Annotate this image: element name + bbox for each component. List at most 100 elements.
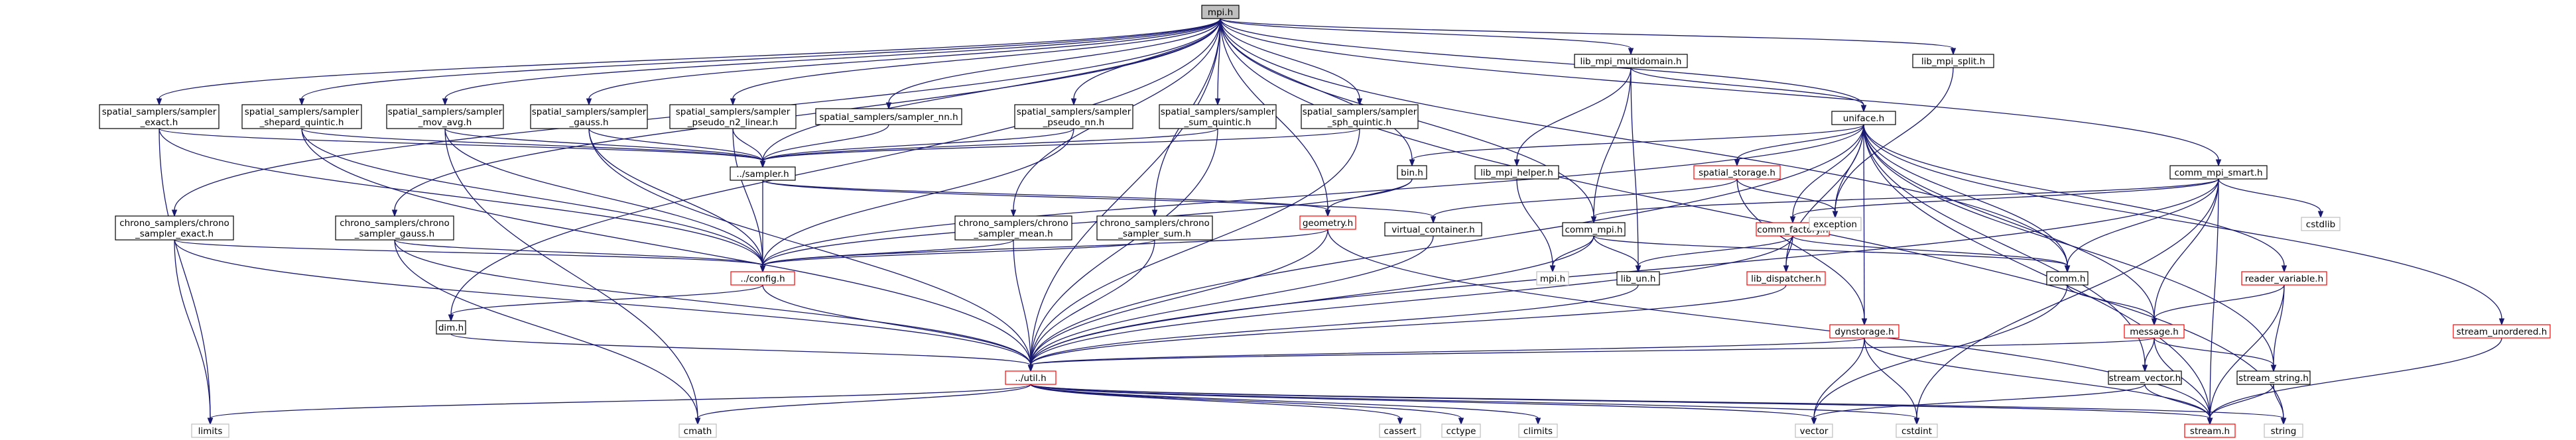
node-box (1616, 271, 1660, 286)
node-geometry[interactable]: geometry.h (1299, 215, 1356, 230)
edge-comm_mpi_smart-to-cstdlib (2218, 178, 2324, 219)
node-ss-pseudo-nn[interactable]: spatial_samplers/sampler_pseudo_nn.h (1014, 104, 1133, 129)
edge-lib_mpi_md-to-comm_mpi (1590, 67, 1632, 224)
edge-arrowhead (442, 98, 448, 106)
edge-comm_factory-to-lib_un (1635, 235, 1793, 273)
edge-arrowhead (448, 314, 454, 322)
node-box (2301, 217, 2341, 231)
node-ss-gauss[interactable]: spatial_samplers/sampler_gauss.h (530, 104, 648, 129)
edge-line (1813, 284, 2068, 419)
edge-arrowhead (1628, 48, 1634, 56)
node-lib-dispatcher[interactable]: lib_dispatcher.h (1746, 271, 1826, 286)
node-chrono-exact[interactable]: chrono_samplers/chrono_sampler_exact.h (115, 215, 234, 241)
edge-line (1593, 178, 2219, 217)
node-virtual-container[interactable]: virtual_container.h (1384, 222, 1482, 237)
edge-line (762, 128, 1360, 162)
edge-arrowhead (1734, 159, 1740, 167)
node-box (1474, 165, 1559, 180)
node-label: _sampler_mean.h (973, 229, 1053, 239)
edge-arrowhead (2207, 417, 2213, 425)
edge-line (1411, 124, 1864, 160)
node-label: _sampler_gauss.h (354, 229, 434, 239)
node-label: _pseudo_n2_linear.h (687, 117, 778, 128)
node-sampler[interactable]: ../sampler.h (730, 166, 796, 181)
node-limits: limits (191, 423, 229, 438)
node-ss-pseudo-n2[interactable]: spatial_samplers/sampler_pseudo_n2_linea… (669, 104, 797, 129)
edge-comm_mpi-to-mpi_sys (1549, 235, 1594, 273)
node-box (99, 104, 220, 129)
edge-line (1220, 18, 1360, 99)
node-mpi-h[interactable]: mpi.h (1201, 5, 1240, 19)
edge-ss_shepard-to-util (301, 128, 1034, 372)
node-ss-sum[interactable]: spatial_samplers/sampler_sum_quintic.h (1159, 104, 1277, 129)
node-stream-vector[interactable]: stream_vector.h (2108, 370, 2182, 385)
node-message[interactable]: message.h (2124, 324, 2185, 339)
node-config[interactable]: ../config.h (730, 271, 795, 286)
edge-spatial_storage-to-exception (1736, 178, 1838, 219)
node-box (2124, 324, 2185, 339)
node-reader-variable[interactable]: reader_variable.h (2241, 271, 2327, 286)
edge-lib_mpi_split-to-exception (1832, 67, 1954, 219)
edge-line (1013, 239, 1031, 366)
node-bin[interactable]: bin.h (1397, 165, 1427, 180)
edge-line (1030, 239, 1155, 366)
edge-line (450, 333, 1031, 366)
node-ss-shepard[interactable]: spatial_samplers/sampler_shepard_quintic… (241, 104, 362, 129)
edge-uniface-to-reader_variable (1863, 124, 2287, 273)
node-stream-string[interactable]: stream_string.h (2236, 370, 2311, 385)
edge-line (174, 239, 763, 266)
edge-virtual_container-to-util (1027, 235, 1434, 372)
edge-reader_variable-to-message (2151, 284, 2285, 326)
edge-line (1813, 337, 1865, 419)
node-stream[interactable]: stream.h (2184, 423, 2236, 438)
edge-line (1030, 337, 2155, 366)
edge-arrowhead (2317, 211, 2324, 219)
node-util[interactable]: ../util.h (1005, 370, 1057, 385)
node-comm[interactable]: comm.h (2046, 271, 2089, 286)
node-ss-sph[interactable]: spatial_samplers/sampler_sph_quintic.h (1301, 104, 1419, 129)
node-chrono-sum[interactable]: chrono_samplers/chrono_sampler_sum.h (1096, 215, 1213, 241)
edge-line (301, 18, 1221, 99)
node-dynstorage[interactable]: dynstorage.h (1829, 324, 1900, 339)
edge-line (1327, 229, 2211, 419)
node-vector: vector (1795, 423, 1833, 438)
node-label: virtual_container.h (1391, 225, 1475, 235)
edge-arrowhead (1458, 417, 1464, 425)
edge-line (762, 239, 1155, 266)
node-comm-mpi[interactable]: comm_mpi.h (1562, 222, 1626, 237)
node-stream-unordered[interactable]: stream_unordered.h (2453, 324, 2551, 339)
edge-line (1030, 284, 1787, 366)
node-ss-nn[interactable]: spatial_samplers/sampler_nn.h (815, 108, 962, 125)
edge-line (159, 18, 1221, 99)
node-lib-mpi-helper[interactable]: lib_mpi_helper.h (1474, 165, 1559, 180)
edge-layer (156, 18, 2505, 425)
node-lib-un[interactable]: lib_un.h (1616, 271, 1660, 286)
node-spatial-storage[interactable]: spatial_storage.h (1693, 165, 1781, 180)
node-label: exception (1813, 219, 1857, 230)
node-ss-exact[interactable]: spatial_samplers/sampler_exact.h (99, 104, 220, 129)
node-comm-mpi-smart[interactable]: comm_mpi_smart.h (2169, 165, 2268, 180)
node-label: spatial_samplers/sampler (1303, 107, 1417, 117)
node-box (530, 104, 648, 129)
edge-arrowhead (759, 160, 766, 168)
edge-line (1030, 384, 1917, 419)
edge-arrowhead (730, 98, 736, 106)
node-lib-mpi-md[interactable]: lib_mpi_multidomain.h (1574, 54, 1688, 68)
node-cassert: cassert (1379, 423, 1421, 438)
node-label: ../sampler.h (736, 169, 789, 180)
edge-chrono_sum-to-util (1027, 239, 1155, 372)
node-chrono-mean[interactable]: chrono_samplers/chrono_sampler_mean.h (954, 215, 1072, 241)
edge-arrowhead (171, 209, 178, 217)
node-box (191, 423, 229, 438)
node-uniface[interactable]: uniface.h (1831, 111, 1896, 125)
node-ss-movavg[interactable]: spatial_samplers/sampler_mov_avg.h (386, 104, 504, 129)
node-dim[interactable]: dim.h (436, 320, 466, 335)
edge-line (762, 18, 1221, 162)
edge-line (1863, 124, 2211, 419)
edge-mpi_h-to-ss_movavg (442, 18, 1221, 106)
edge-line (1030, 128, 1360, 366)
node-lib-mpi-split[interactable]: lib_mpi_split.h (1912, 54, 1994, 68)
edge-line (394, 18, 1221, 211)
node-chrono-gauss[interactable]: chrono_samplers/chrono_sampler_gauss.h (335, 215, 454, 241)
node-box (678, 423, 717, 438)
